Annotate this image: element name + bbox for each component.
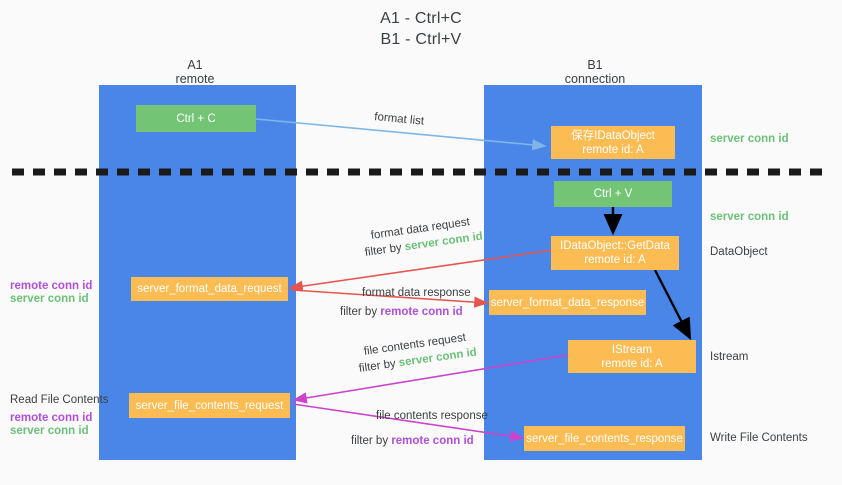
edge-label-format-data-response: format data response [362,287,471,299]
right-label-server-conn-id-1: server conn id [710,133,789,145]
node-server-file-contents-request-label: server_file_contents_request [135,399,284,412]
column-header-b1-sub: connection [564,72,626,86]
node-server-file-contents-response[interactable]: server_file_contents_response [524,426,685,451]
node-ctrl-c[interactable]: Ctrl + C [136,105,256,132]
left-label-server-conn-id-1: server conn id [10,293,89,305]
node-server-format-data-request-label: server_format_data_request [137,283,282,295]
arrow-getdata-to-istream [653,269,692,341]
edge-label-format-data-response-filter: filter by remote conn id [340,305,463,319]
column-header-a1-sub: remote [175,72,215,86]
left-label-remote-conn-id-2: remote conn id [10,412,93,424]
node-server-format-data-request[interactable]: server_format_data_request [131,277,288,301]
edge-label-file-contents-response-filter-key: remote conn id [391,435,474,447]
edge-label-file-contents-response-filter: filter by remote conn id [351,434,474,448]
column-header-a1: A1 remote [145,58,245,86]
node-ctrl-v[interactable]: Ctrl + V [554,181,672,207]
node-idataobject-getdata[interactable]: IDataObject::GetData remote id: A [551,236,679,270]
node-save-idataobject-label: 保存IDataObject [571,129,655,142]
node-idataobject-getdata-sublabel: remote id: A [584,254,646,266]
arrow-format-data-response [291,289,489,308]
column-header-b1-name: B1 [587,58,603,72]
arrow-file-contents-request [292,354,569,404]
page-title-line1: A1 - Ctrl+C [380,10,462,27]
edge-label-file-contents-response-filter-prefix: filter by [351,435,392,447]
page-title-line2: B1 - Ctrl+V [380,31,462,48]
node-save-idataobject[interactable]: 保存IDataObject remote id: A [551,126,675,159]
node-server-format-data-response-label: server_format_data_response [490,296,645,309]
column-header-a1-name: A1 [187,58,203,72]
arrow-file-contents-response [292,403,525,442]
node-server-file-contents-response-label: server_file_contents_response [526,432,683,445]
right-label-dataobject: DataObject [710,246,768,258]
node-ctrl-v-label: Ctrl + V [593,188,633,200]
node-istream-sublabel: remote id: A [601,357,663,370]
column-header-b1: B1 connection [545,58,645,86]
arrow-format-data-request [288,249,554,292]
left-label-server-conn-id-2: server conn id [10,425,89,437]
node-istream-label: IStream [611,343,653,356]
node-istream[interactable]: IStream remote id: A [568,340,696,373]
left-label-remote-conn-id-1: remote conn id [10,280,93,292]
node-server-format-data-response[interactable]: server_format_data_response [489,290,646,315]
node-idataobject-getdata-label: IDataObject::GetData [560,240,670,252]
arrow-format-list [255,118,547,151]
node-ctrl-c-label: Ctrl + C [176,112,216,125]
right-label-istream: Istream [710,351,749,363]
edge-label-format-data-response-filter-prefix: filter by [340,306,381,318]
left-label-read-file-contents: Read File Contents [10,394,109,406]
node-server-file-contents-request[interactable]: server_file_contents_request [129,393,290,418]
edge-label-file-contents-response: file contents response [376,410,488,422]
right-label-write-file-contents: Write File Contents [710,432,808,444]
right-label-server-conn-id-2: server conn id [710,211,789,223]
node-save-idataobject-sublabel: remote id: A [582,143,644,156]
edge-label-format-data-response-filter-key: remote conn id [380,306,463,318]
